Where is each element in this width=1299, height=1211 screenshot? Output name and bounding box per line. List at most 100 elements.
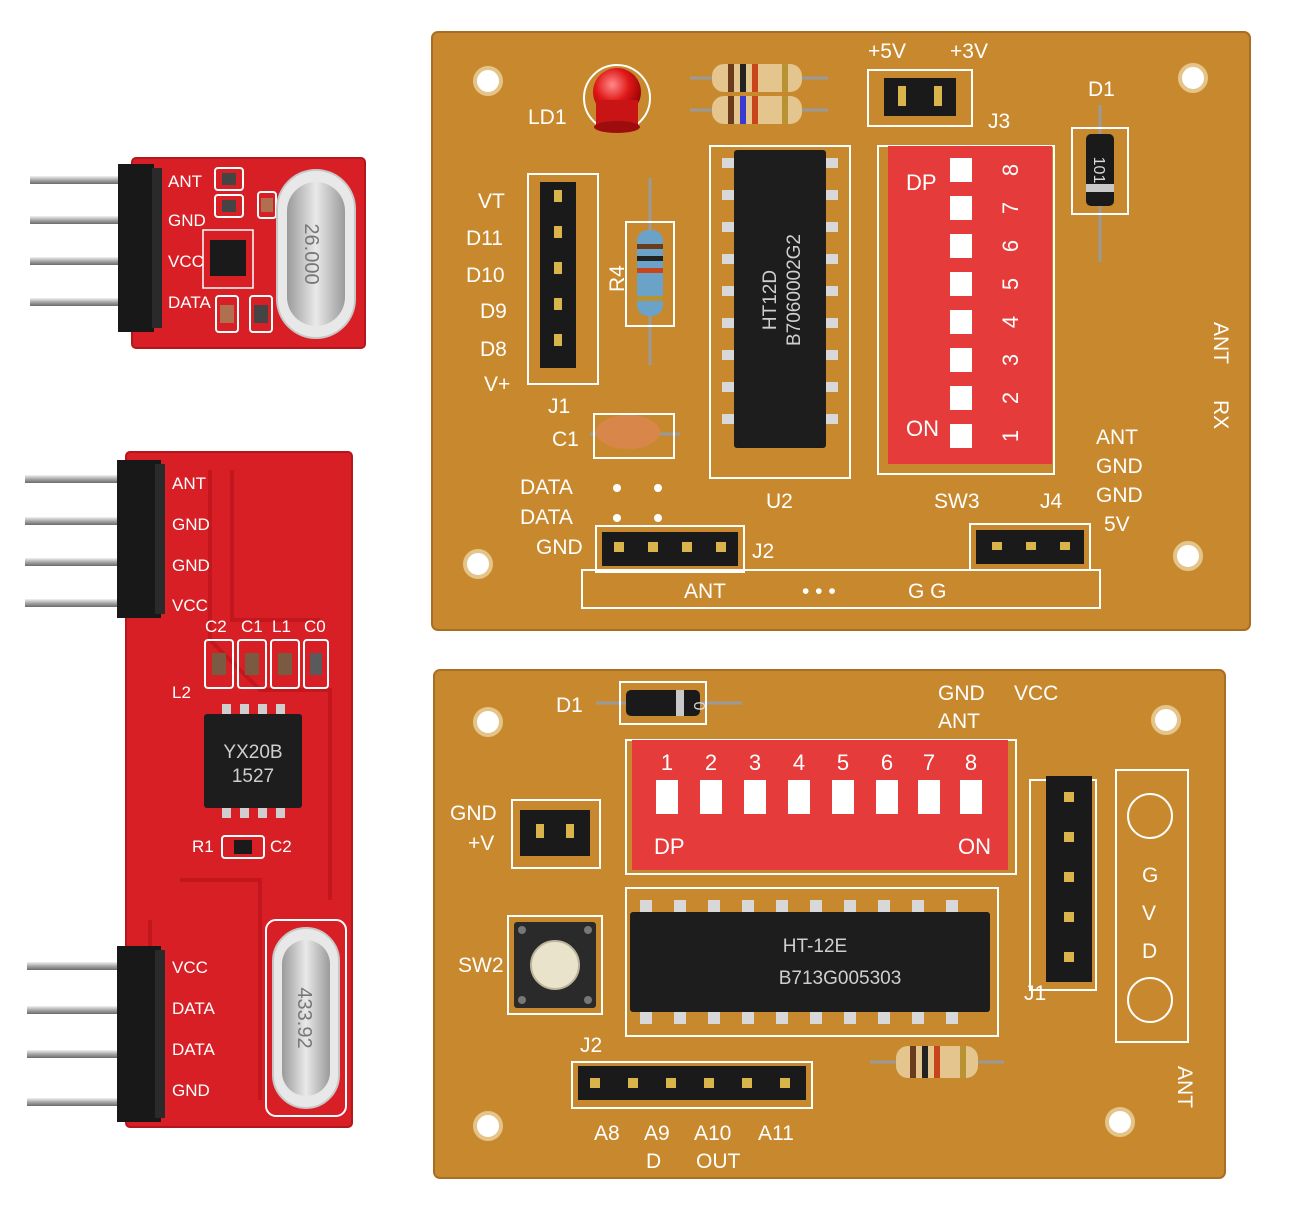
rx-top-pin-header bbox=[25, 460, 165, 618]
label-ant-side: ANT bbox=[1173, 1066, 1196, 1108]
rx-label-c1: C1 bbox=[241, 617, 263, 636]
decoder-board: LD1 +5V +3V J3 D1 bbox=[431, 31, 1251, 631]
dip-enc-num-5: 5 bbox=[837, 750, 849, 775]
label-ant-rx-1: ANT bbox=[1209, 322, 1232, 364]
label-j4-ant: ANT bbox=[1096, 426, 1138, 449]
rx-label-c0: C0 bbox=[304, 617, 326, 636]
dip-enc-on: ON bbox=[958, 834, 991, 859]
tx-pin-label-gnd: GND bbox=[168, 211, 206, 230]
label-j2-top: J2 bbox=[752, 540, 774, 563]
label-j4-5v: 5V bbox=[1104, 513, 1130, 536]
label-d11: D11 bbox=[466, 227, 503, 250]
rx-chip-line1: YX20B bbox=[223, 742, 282, 763]
header-j2-encoder[interactable] bbox=[571, 1061, 813, 1109]
label-j3: J3 bbox=[988, 110, 1010, 133]
tx-module: ANT GND VCC DATA 26.000 bbox=[30, 157, 366, 349]
rx-bottom-pin-data2: DATA bbox=[172, 1040, 215, 1059]
dip-sw3-dp: DP bbox=[906, 170, 937, 195]
tx-pin-label-data: DATA bbox=[168, 293, 211, 312]
dip-sw3-num-1: 1 bbox=[998, 430, 1023, 442]
jumper-j3[interactable] bbox=[867, 69, 973, 127]
header-j2-top[interactable] bbox=[595, 525, 745, 573]
dip-enc-num-4: 4 bbox=[793, 750, 805, 775]
ic-u2-line2: B7060002G2 bbox=[784, 234, 805, 346]
tx-pin-header bbox=[30, 164, 162, 332]
rx-label-r1: R1 bbox=[192, 837, 214, 856]
label-j4: J4 bbox=[1040, 490, 1063, 513]
label-gnd-left: GND bbox=[450, 802, 497, 825]
antenna-gvd-outline bbox=[1115, 769, 1189, 1043]
label-bar-ant: ANT bbox=[684, 580, 726, 603]
header-j4[interactable] bbox=[969, 523, 1091, 571]
label-out: OUT bbox=[696, 1150, 741, 1173]
ic-ht12e-line1: HT-12E bbox=[783, 936, 847, 957]
label-a11: A11 bbox=[758, 1122, 794, 1145]
label-v: V bbox=[1142, 902, 1156, 925]
dip-sw3-num-6: 6 bbox=[998, 240, 1023, 252]
label-c1-top: C1 bbox=[552, 428, 579, 451]
pushbutton-sw2[interactable] bbox=[507, 915, 603, 1015]
header-j1-encoder[interactable] bbox=[1029, 776, 1097, 991]
resistor-encoder bbox=[870, 1046, 1004, 1078]
header-power[interactable] bbox=[511, 799, 601, 869]
label-vcc-top: VCC bbox=[1014, 682, 1058, 705]
ic-u2-ht12d: HT12D B7060002G2 bbox=[709, 145, 851, 479]
dip-sw3-num-2: 2 bbox=[998, 392, 1023, 404]
label-j1-top: J1 bbox=[548, 395, 570, 418]
led-ld1 bbox=[583, 64, 651, 133]
rx-label-l2: L2 bbox=[172, 683, 191, 702]
tx-chip bbox=[210, 240, 246, 276]
label-j4-gnd2: GND bbox=[1096, 484, 1143, 507]
dip-sw3-num-8: 8 bbox=[998, 164, 1023, 176]
label-vt: VT bbox=[478, 190, 505, 213]
rx-smd-row bbox=[204, 639, 329, 689]
tx-pin-label-vcc: VCC bbox=[168, 252, 204, 271]
dip-sw3-on: ON bbox=[906, 416, 939, 441]
label-a10: A10 bbox=[694, 1122, 731, 1145]
dip-switch-encoder[interactable]: 1 2 3 4 5 6 7 8 DP ON bbox=[625, 739, 1017, 875]
tx-pin-label-ant: ANT bbox=[168, 172, 202, 191]
label-d10: D10 bbox=[466, 264, 505, 287]
rx-label-c2b: C2 bbox=[270, 837, 292, 856]
dip-enc-num-1: 1 bbox=[661, 750, 673, 775]
label-plus3v: +3V bbox=[950, 40, 988, 63]
rx-chip: YX20B 1527 bbox=[204, 704, 302, 818]
label-a9: A9 bbox=[644, 1122, 670, 1145]
rx-top-pin-ant: ANT bbox=[172, 474, 206, 493]
capacitor-c1 bbox=[590, 413, 680, 459]
label-j2-gnd: GND bbox=[536, 536, 583, 559]
label-v-left: +V bbox=[468, 832, 494, 855]
pad-dots bbox=[613, 484, 662, 522]
tx-crystal-label: 26.000 bbox=[300, 223, 322, 284]
resistor-pair bbox=[690, 64, 828, 124]
label-d8: D8 bbox=[480, 338, 507, 361]
diode-d1-bottom: 0 bbox=[596, 681, 742, 725]
label-g: G bbox=[1142, 864, 1158, 887]
dip-enc-num-3: 3 bbox=[749, 750, 761, 775]
antenna-outline bbox=[581, 569, 1101, 609]
rx-bottom-pin-data1: DATA bbox=[172, 999, 215, 1018]
ic-ht12e: HT-12E B713G005303 bbox=[625, 887, 999, 1037]
rx-chip-line2: 1527 bbox=[232, 766, 274, 787]
resistor-r4 bbox=[625, 178, 675, 365]
label-ant-top: ANT bbox=[938, 710, 980, 733]
dip-enc-num-6: 6 bbox=[881, 750, 893, 775]
label-plus5v: +5V bbox=[868, 40, 906, 63]
dip-switch-sw3[interactable]: DP ON 8 7 6 5 4 3 2 1 bbox=[877, 145, 1055, 475]
header-j1[interactable] bbox=[527, 173, 599, 385]
diode-d1-bottom-mark: 0 bbox=[690, 702, 707, 711]
rx-crystal: 433.92 bbox=[265, 919, 347, 1117]
dip-enc-dp: DP bbox=[654, 834, 685, 859]
diode-d1-top: 101 bbox=[1071, 105, 1129, 262]
label-d-bottom: D bbox=[646, 1150, 661, 1173]
dip-enc-num-2: 2 bbox=[705, 750, 717, 775]
rx-bottom-pin-vcc: VCC bbox=[172, 958, 208, 977]
label-j2-encoder: J2 bbox=[580, 1034, 602, 1057]
rx-top-pin-vcc: VCC bbox=[172, 596, 208, 615]
rx-label-c2: C2 bbox=[205, 617, 227, 636]
tx-crystal: 26.000 bbox=[276, 169, 356, 339]
label-bar-dots: • • • bbox=[802, 580, 836, 603]
dip-sw3-num-4: 4 bbox=[998, 316, 1023, 328]
encoder-board: D1 0 GND ANT VCC 1 2 3 4 5 6 bbox=[433, 669, 1226, 1179]
